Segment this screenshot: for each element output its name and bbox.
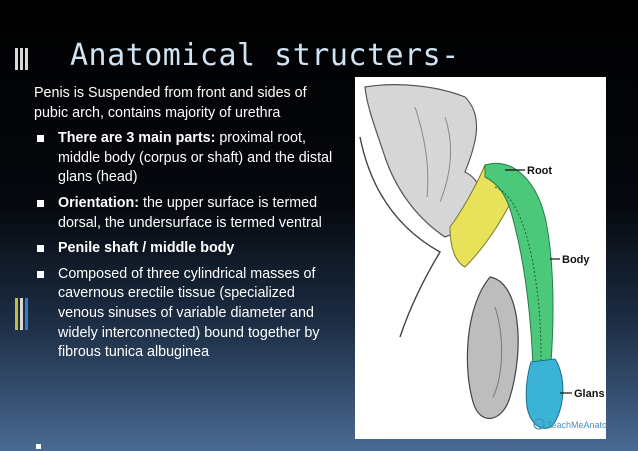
square-bullet-icon bbox=[37, 245, 44, 253]
bullet-item: Composed of three cylindrical masses of … bbox=[34, 265, 334, 363]
bullet-item: Orientation: the upper surface is termed… bbox=[34, 194, 334, 233]
decor-bar bbox=[20, 298, 23, 330]
anatomy-figure: Root Body Glans TeachMeAnatomy bbox=[355, 77, 606, 439]
label-root: Root bbox=[527, 165, 552, 177]
decor-bar bbox=[15, 298, 18, 330]
decor-bar bbox=[20, 48, 23, 70]
decor-bar bbox=[25, 48, 28, 70]
bullet-item: There are 3 main parts: proximal root, m… bbox=[34, 129, 334, 188]
label-glans: Glans bbox=[574, 388, 605, 400]
square-bullet-icon bbox=[37, 135, 44, 143]
bullet-item: Penile shaft / middle body bbox=[34, 239, 334, 259]
intro-text: Penis is Suspended from front and sides … bbox=[34, 85, 307, 121]
bullet-list: There are 3 main parts: proximal root, m… bbox=[34, 129, 334, 363]
decor-bar bbox=[15, 48, 18, 70]
square-bullet-icon bbox=[37, 199, 44, 207]
copyright-icon bbox=[533, 418, 545, 430]
label-body: Body bbox=[562, 254, 590, 266]
square-bullet-icon bbox=[36, 444, 41, 449]
decor-bar bbox=[25, 298, 28, 330]
square-bullet-icon bbox=[37, 270, 44, 278]
glans-region bbox=[525, 358, 564, 429]
slide-body: Penis is Suspended from front and sides … bbox=[34, 84, 334, 369]
slide-title: Anatomical structers- bbox=[70, 38, 460, 73]
watermark-text: TeachMeAnatomy bbox=[547, 420, 606, 430]
anatomy-illustration: Root Body Glans TeachMeAnatomy bbox=[359, 84, 606, 430]
